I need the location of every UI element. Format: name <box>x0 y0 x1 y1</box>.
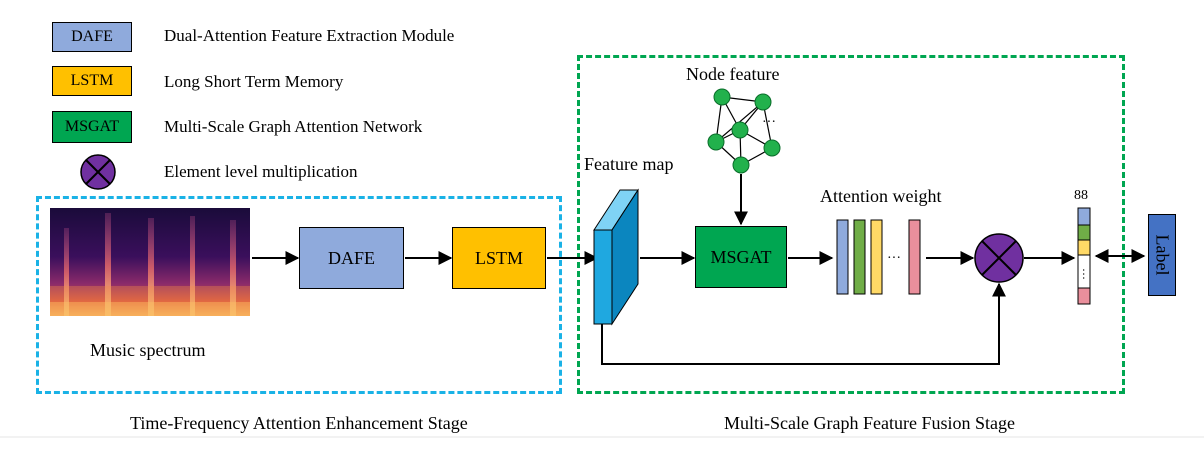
dafe-block: DAFE <box>299 227 404 289</box>
feature-map-label: Feature map <box>584 154 674 174</box>
attention-weight-bars <box>836 219 921 295</box>
graph-nodes <box>707 88 781 174</box>
node-feature-label: Node feature <box>686 64 780 84</box>
legend-dafe-desc: Dual-Attention Feature Extraction Module <box>164 26 455 45</box>
msgat-block: MSGAT <box>695 226 787 288</box>
music-spectrum-image <box>50 208 250 316</box>
output-vector-ellipsis: ··· <box>1077 268 1091 280</box>
arrow-skip-connection <box>601 282 1006 365</box>
legend-lstm-swatch: LSTM <box>52 66 132 96</box>
weight-bar-4 <box>908 219 921 295</box>
element-multiply-icon <box>974 233 1024 283</box>
weight-bar-2 <box>853 219 866 295</box>
weight-bar-1 <box>836 219 849 295</box>
lstm-block: LSTM <box>452 227 546 289</box>
stage2-border <box>577 55 1125 394</box>
legend-msgat-swatch: MSGAT <box>52 111 132 143</box>
stage2-caption: Multi-Scale Graph Feature Fusion Stage <box>724 413 1015 433</box>
stage1-caption: Time-Frequency Attention Enhancement Sta… <box>130 413 468 433</box>
graph-ellipsis: ··· <box>762 115 776 130</box>
attention-weight-label: Attention weight <box>820 186 942 206</box>
legend-dafe-swatch: DAFE <box>52 22 132 52</box>
feature-map-slab <box>593 188 639 326</box>
legend-msgat-desc: Multi-Scale Graph Attention Network <box>164 117 423 136</box>
weight-bars-ellipsis: ··· <box>887 251 901 266</box>
stage1-border <box>36 196 562 394</box>
output-vector <box>1077 207 1091 305</box>
output-count-label: 88 <box>1074 188 1088 203</box>
legend-multiply-icon <box>80 154 116 190</box>
weight-bar-3 <box>870 219 883 295</box>
music-spectrum-label: Music spectrum <box>90 340 206 360</box>
legend-multiply-desc: Element level multiplication <box>164 162 358 181</box>
legend-lstm-desc: Long Short Term Memory <box>164 72 344 91</box>
label-box: Label <box>1148 214 1176 296</box>
